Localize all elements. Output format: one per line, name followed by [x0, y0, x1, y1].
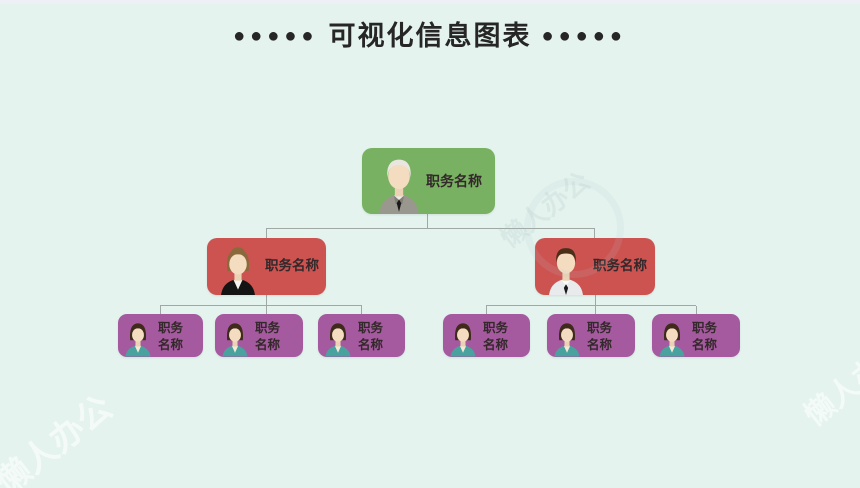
org-node-staff-3: 职务名称: [318, 314, 405, 357]
org-node-staff-2: 职务名称: [215, 314, 303, 357]
connector-root-stem: [427, 214, 428, 228]
businesswoman-avatar-icon: [221, 247, 255, 295]
connector-drop-staff-1: [160, 306, 161, 314]
woman-avatar-icon: [222, 323, 248, 357]
woman-avatar-icon: [125, 323, 151, 357]
title-dots-right: ●●●●●: [541, 25, 627, 47]
connector-drop-staff-4: [486, 306, 487, 314]
org-node-staff-1-label: 职务名称: [158, 321, 184, 352]
top-strip: [0, 0, 860, 4]
org-node-staff-5-label: 职务名称: [587, 321, 613, 352]
watermark-bottom-left: 懒人办公: [0, 388, 120, 488]
org-node-root-label: 职务名称: [426, 172, 482, 189]
org-node-staff-6: 职务名称: [652, 314, 740, 357]
org-node-staff-1: 职务名称: [118, 314, 203, 357]
woman-avatar-icon: [325, 323, 351, 357]
connector-level1-horizontal: [266, 228, 595, 229]
connector-drop-staff-3: [361, 306, 362, 314]
connector-drop-manager-left: [266, 229, 267, 238]
org-node-root: 职务名称: [362, 148, 495, 214]
org-node-staff-2-label: 职务名称: [255, 321, 281, 352]
watermark-right: 懒人办公: [798, 332, 860, 433]
elderly-businessman-avatar-icon: [379, 159, 419, 214]
connector-manager-left-stem: [266, 295, 267, 305]
woman-avatar-icon: [450, 323, 476, 357]
connector-level2-left-horizontal: [160, 305, 362, 306]
org-node-staff-4: 职务名称: [443, 314, 530, 357]
org-node-staff-6-label: 职务名称: [692, 321, 718, 352]
title-dots-left: ●●●●●: [233, 25, 319, 47]
watermark-ring: [524, 178, 624, 278]
org-node-staff-5: 职务名称: [547, 314, 635, 357]
woman-avatar-icon: [554, 323, 580, 357]
org-node-staff-3-label: 职务名称: [358, 321, 384, 352]
woman-avatar-icon: [659, 323, 685, 357]
org-node-staff-4-label: 职务名称: [483, 321, 509, 352]
connector-drop-staff-6: [696, 306, 697, 314]
page-title: ●●●●● 可视化信息图表 ●●●●●: [0, 14, 860, 53]
connector-drop-staff-5: [595, 306, 596, 314]
connector-drop-staff-2: [266, 306, 267, 314]
title-text: 可视化信息图表: [328, 21, 532, 51]
connector-level2-right-horizontal: [486, 305, 696, 306]
org-node-manager-left-label: 职务名称: [265, 258, 319, 274]
connector-manager-right-stem: [595, 295, 596, 305]
org-node-manager-left: 职务名称: [207, 238, 326, 295]
